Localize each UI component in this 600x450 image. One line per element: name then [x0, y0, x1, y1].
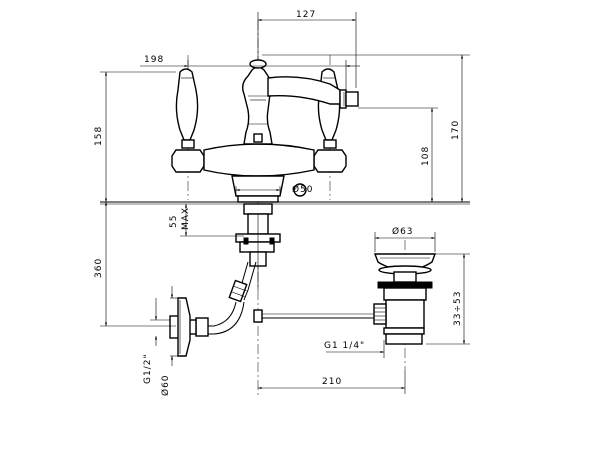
dimension-d60-label: Ø60 — [160, 374, 171, 396]
dimension-210: 210 — [258, 370, 406, 394]
dimension-g114: G1 1/4" — [324, 340, 385, 358]
dimension-360-label: 360 — [94, 258, 104, 278]
dimension-170: 170 — [262, 54, 470, 202]
dimension-108: 108 — [358, 107, 438, 202]
dimension-158: 158 — [94, 71, 176, 202]
dimension-d63-label: Ø63 — [392, 226, 414, 237]
dimension-210-label: 210 — [322, 377, 342, 387]
dimension-108-label: 108 — [421, 146, 431, 166]
dimension-33-53-label: 33÷53 — [453, 291, 463, 326]
dimension-360: 360 — [94, 202, 176, 327]
dimension-d60: Ø60 — [160, 286, 178, 396]
dimension-g114-label: G1 1/4" — [324, 341, 365, 351]
dimension-127: 127 — [257, 10, 357, 88]
dimension-d50: Ø50 — [235, 184, 314, 196]
waste-assembly — [373, 253, 437, 345]
dimension-d63: Ø63 — [374, 226, 436, 252]
dimension-198-label: 198 — [144, 55, 164, 65]
faucet-body — [171, 59, 359, 203]
dimension-55-max: 55 MAX — [169, 204, 244, 237]
dimension-33-53: 33÷53 — [426, 253, 470, 345]
under-counter-parts — [169, 203, 380, 357]
dimension-max-label: MAX — [181, 207, 191, 230]
counter-top — [100, 201, 470, 205]
dimension-170-label: 170 — [451, 120, 461, 140]
dimension-198: 198 — [140, 55, 360, 90]
centerlines — [187, 20, 406, 395]
dimension-g12: G1/2" — [143, 298, 170, 384]
dimension-g12-label: G1/2" — [143, 353, 153, 384]
dimension-55-label: 55 — [169, 215, 179, 228]
dimension-d50-label: Ø50 — [292, 184, 314, 195]
dimension-158-label: 158 — [94, 126, 104, 146]
dimension-127-label: 127 — [296, 10, 316, 20]
